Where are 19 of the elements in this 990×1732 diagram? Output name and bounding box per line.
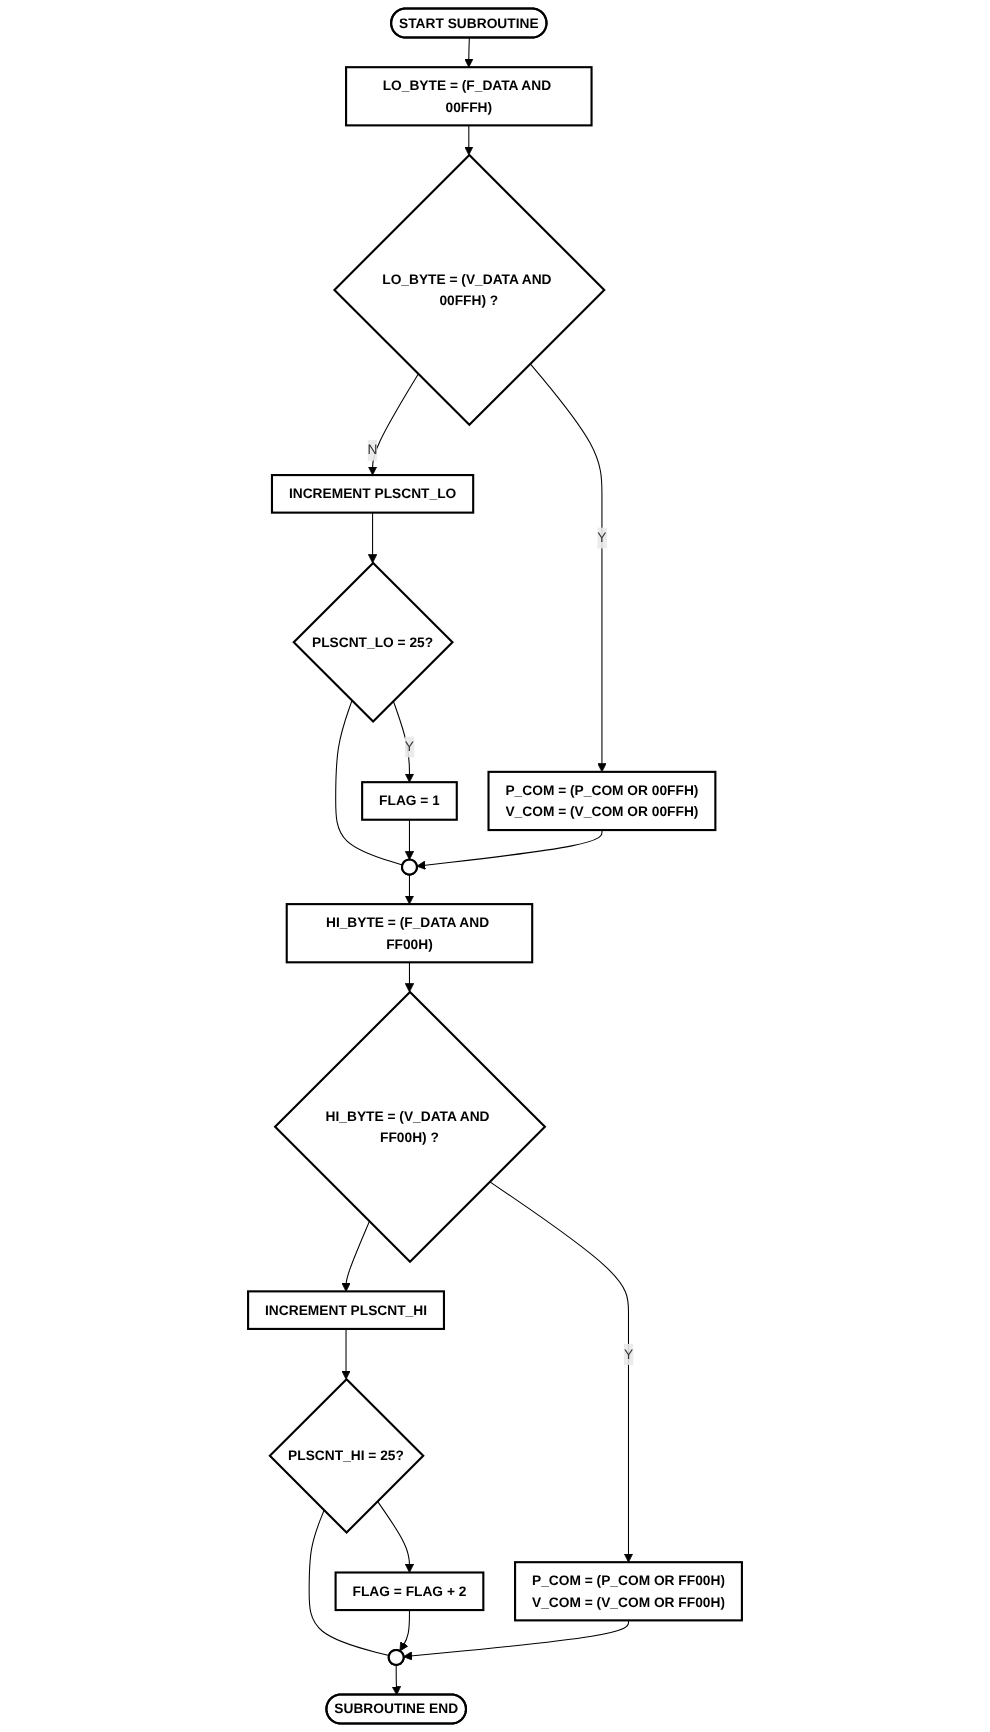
connector bbox=[335, 700, 403, 866]
arrow bbox=[341, 1328, 351, 1380]
connector bbox=[308, 1510, 390, 1657]
arrow bbox=[376, 1500, 415, 1573]
arrow bbox=[341, 1221, 370, 1292]
arrow bbox=[399, 1609, 410, 1652]
arrow bbox=[391, 1664, 402, 1696]
arrow bbox=[367, 512, 378, 564]
arrow bbox=[416, 829, 603, 870]
arrow bbox=[529, 363, 607, 773]
arrow bbox=[403, 1619, 629, 1661]
arrow bbox=[404, 819, 415, 861]
arrow bbox=[404, 961, 415, 993]
arrow bbox=[464, 37, 474, 68]
arrow bbox=[464, 124, 474, 156]
arrow bbox=[404, 873, 415, 905]
arrow bbox=[367, 373, 419, 476]
arrow bbox=[489, 1181, 634, 1563]
arrow bbox=[392, 700, 415, 783]
